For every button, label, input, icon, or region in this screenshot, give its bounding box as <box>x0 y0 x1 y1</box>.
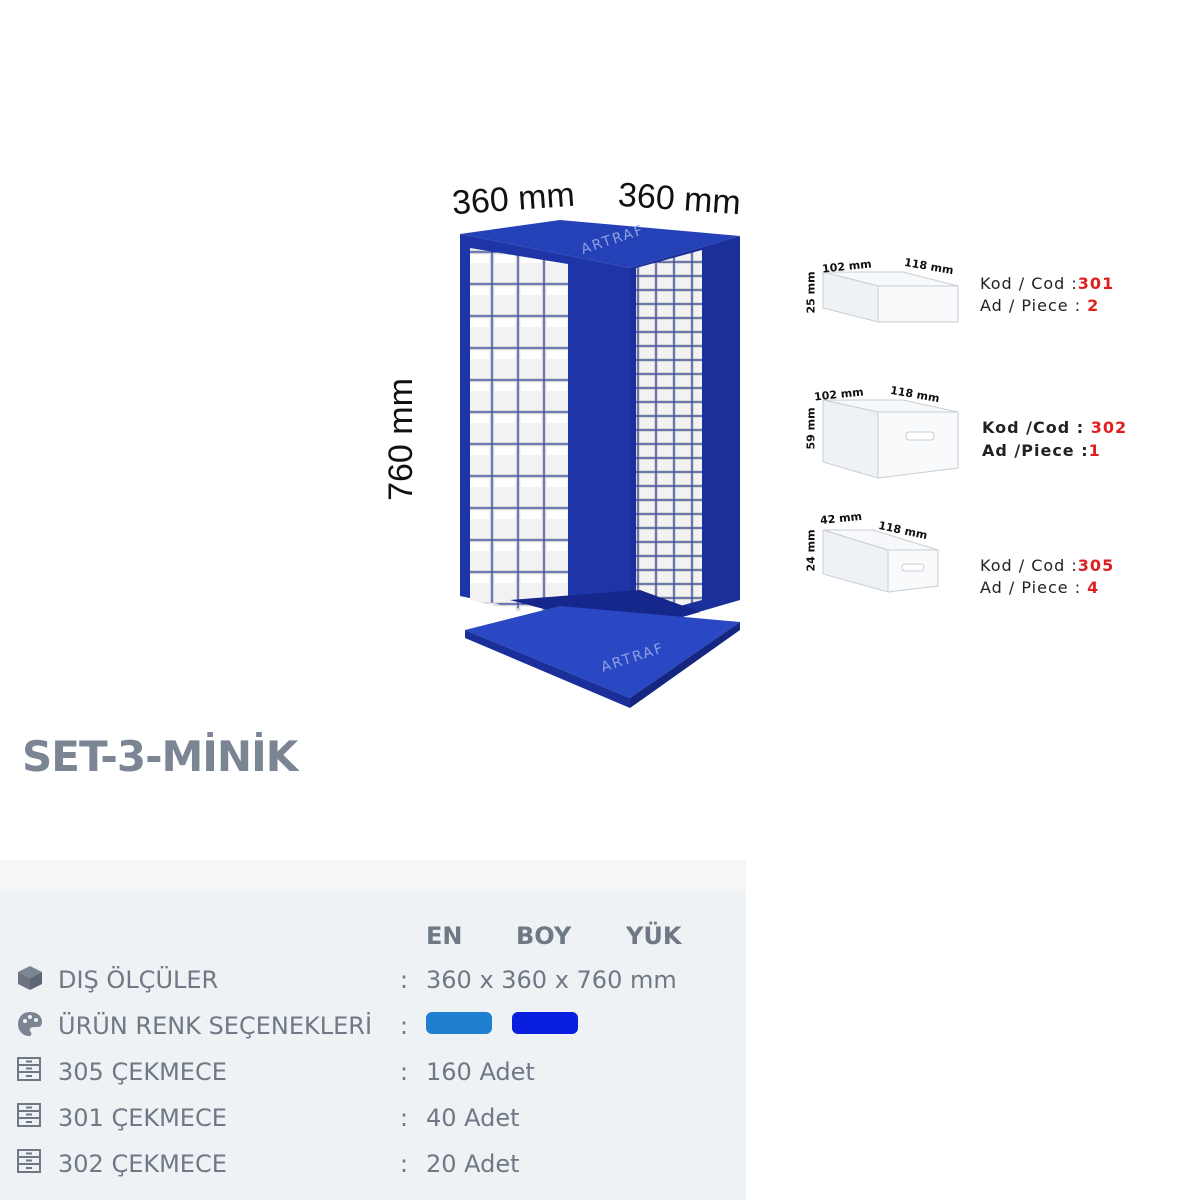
drawer-305-image <box>822 529 939 593</box>
box-icon <box>18 966 42 990</box>
spec-separator: : <box>400 1150 409 1178</box>
depth-dimension: 360 mm <box>616 175 743 223</box>
drawer-301-count: Ad / Piece : 2 <box>980 296 1100 315</box>
color-swatch-blue[interactable] <box>512 1012 578 1034</box>
header-yuk: YÜK <box>626 922 682 950</box>
spec-value: 40 Adet <box>426 1104 520 1132</box>
width-dimension: 360 mm <box>450 175 576 223</box>
drawer-302-height: 59 mm <box>804 407 818 450</box>
spec-separator: : <box>400 1012 409 1040</box>
drawer-302-code: Kod /Cod : 302 <box>982 418 1128 437</box>
drawer-icon <box>17 1149 41 1173</box>
spec-label: 302 ÇEKMECE <box>58 1150 227 1178</box>
drawer-302-count: Ad /Piece :1 <box>982 441 1101 460</box>
drawer-301-height: 25 mm <box>804 271 818 314</box>
product-illustration <box>460 220 740 708</box>
drawer-301-image <box>822 271 959 323</box>
color-swatch-light-blue[interactable] <box>426 1012 492 1034</box>
header-boy: BOY <box>516 922 572 950</box>
drawer-302-image <box>822 399 959 479</box>
drawer-305-count: Ad / Piece : 4 <box>980 578 1100 597</box>
drawer-icon <box>17 1103 41 1127</box>
spec-value: 360 x 360 x 760 mm <box>426 966 677 994</box>
spec-label: 301 ÇEKMECE <box>58 1104 227 1132</box>
spec-label: ÜRÜN RENK SEÇENEKLERİ <box>58 1012 373 1040</box>
product-title: SET-3-MİNİK <box>22 732 298 781</box>
spec-separator: : <box>400 1104 409 1132</box>
spec-value: 20 Adet <box>426 1150 520 1178</box>
spec-separator: : <box>400 1058 409 1086</box>
drawer-305-code: Kod / Cod :305 <box>980 556 1115 575</box>
drawer-301-code: Kod / Cod :301 <box>980 274 1115 293</box>
height-dimension: 760 mm <box>381 378 420 501</box>
palette-icon <box>18 1012 42 1036</box>
drawer-icon <box>17 1057 41 1081</box>
header-en: EN <box>426 922 463 950</box>
spec-panel <box>0 860 746 1200</box>
spec-separator: : <box>400 966 409 994</box>
spec-panel-top <box>0 860 746 892</box>
spec-value: 160 Adet <box>426 1058 535 1086</box>
spec-label: 305 ÇEKMECE <box>58 1058 227 1086</box>
spec-label: DIŞ ÖLÇÜLER <box>58 966 219 994</box>
drawer-305-height: 24 mm <box>804 529 818 572</box>
